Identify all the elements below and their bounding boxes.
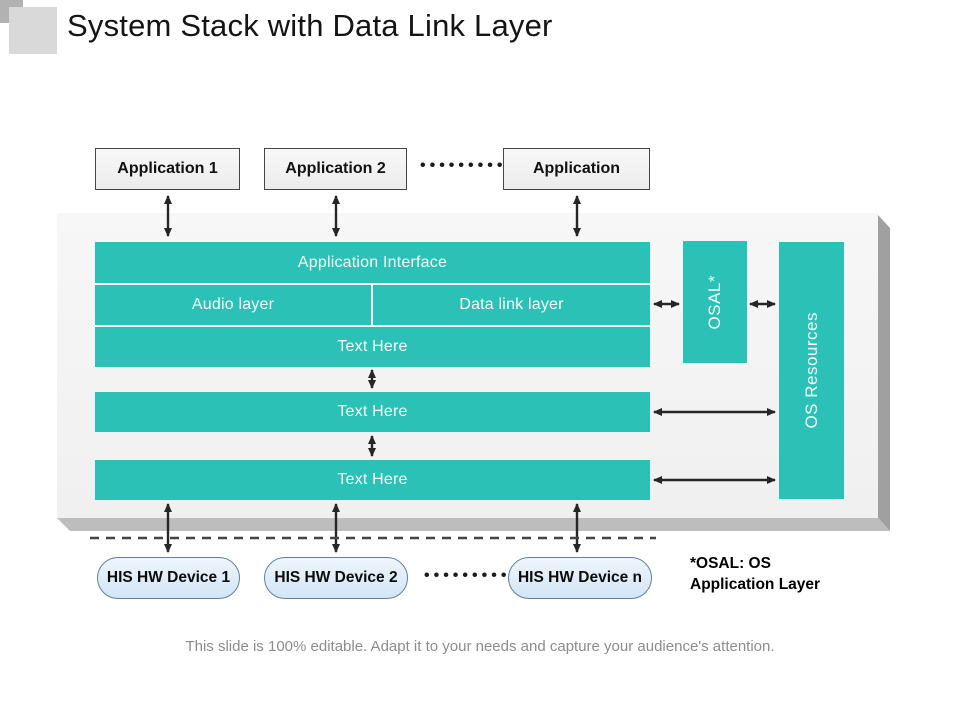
- slide-title: System Stack with Data Link Layer: [67, 8, 553, 43]
- data-link-layer-bar: Data link layer: [373, 285, 650, 325]
- text-here-bar-1: Text Here: [95, 327, 650, 367]
- decor-square-light: [9, 7, 57, 54]
- hw-device-1: HIS HW Device 1: [97, 557, 240, 599]
- os-resources-box: OS Resources: [779, 242, 844, 499]
- application-1-box: Application 1: [95, 148, 240, 190]
- application-2-box: Application 2: [264, 148, 407, 190]
- text-here-bar-3: Text Here: [95, 460, 650, 500]
- hw-device-n: HIS HW Device n: [508, 557, 652, 599]
- hw-device-2: HIS HW Device 2: [264, 557, 408, 599]
- osal-footnote-line1: *OSAL: OS: [690, 555, 771, 572]
- osal-footnote: *OSAL: OS Application Layer: [690, 553, 820, 595]
- ellipsis-devices: •••••••••: [424, 567, 511, 584]
- panel-shadow-right: [878, 215, 890, 531]
- slide-footer: This slide is 100% editable. Adapt it to…: [185, 638, 775, 655]
- application-n-box: Application: [503, 148, 650, 190]
- osal-box: OSAL*: [683, 241, 747, 363]
- os-resources-label: OS Resources: [801, 312, 821, 429]
- osal-label: OSAL*: [705, 274, 724, 330]
- layer-stack: Application Interface Audio layer Data l…: [95, 242, 650, 367]
- osal-footnote-line2: Application Layer: [690, 576, 821, 593]
- panel-shadow-bottom: [57, 518, 890, 531]
- text-here-bar-2: Text Here: [95, 392, 650, 432]
- audio-layer-bar: Audio layer: [95, 285, 371, 325]
- split-layer-row: Audio layer Data link layer: [95, 285, 650, 325]
- ellipsis-apps: •••••••••: [420, 157, 507, 174]
- application-interface-bar: Application Interface: [95, 242, 650, 283]
